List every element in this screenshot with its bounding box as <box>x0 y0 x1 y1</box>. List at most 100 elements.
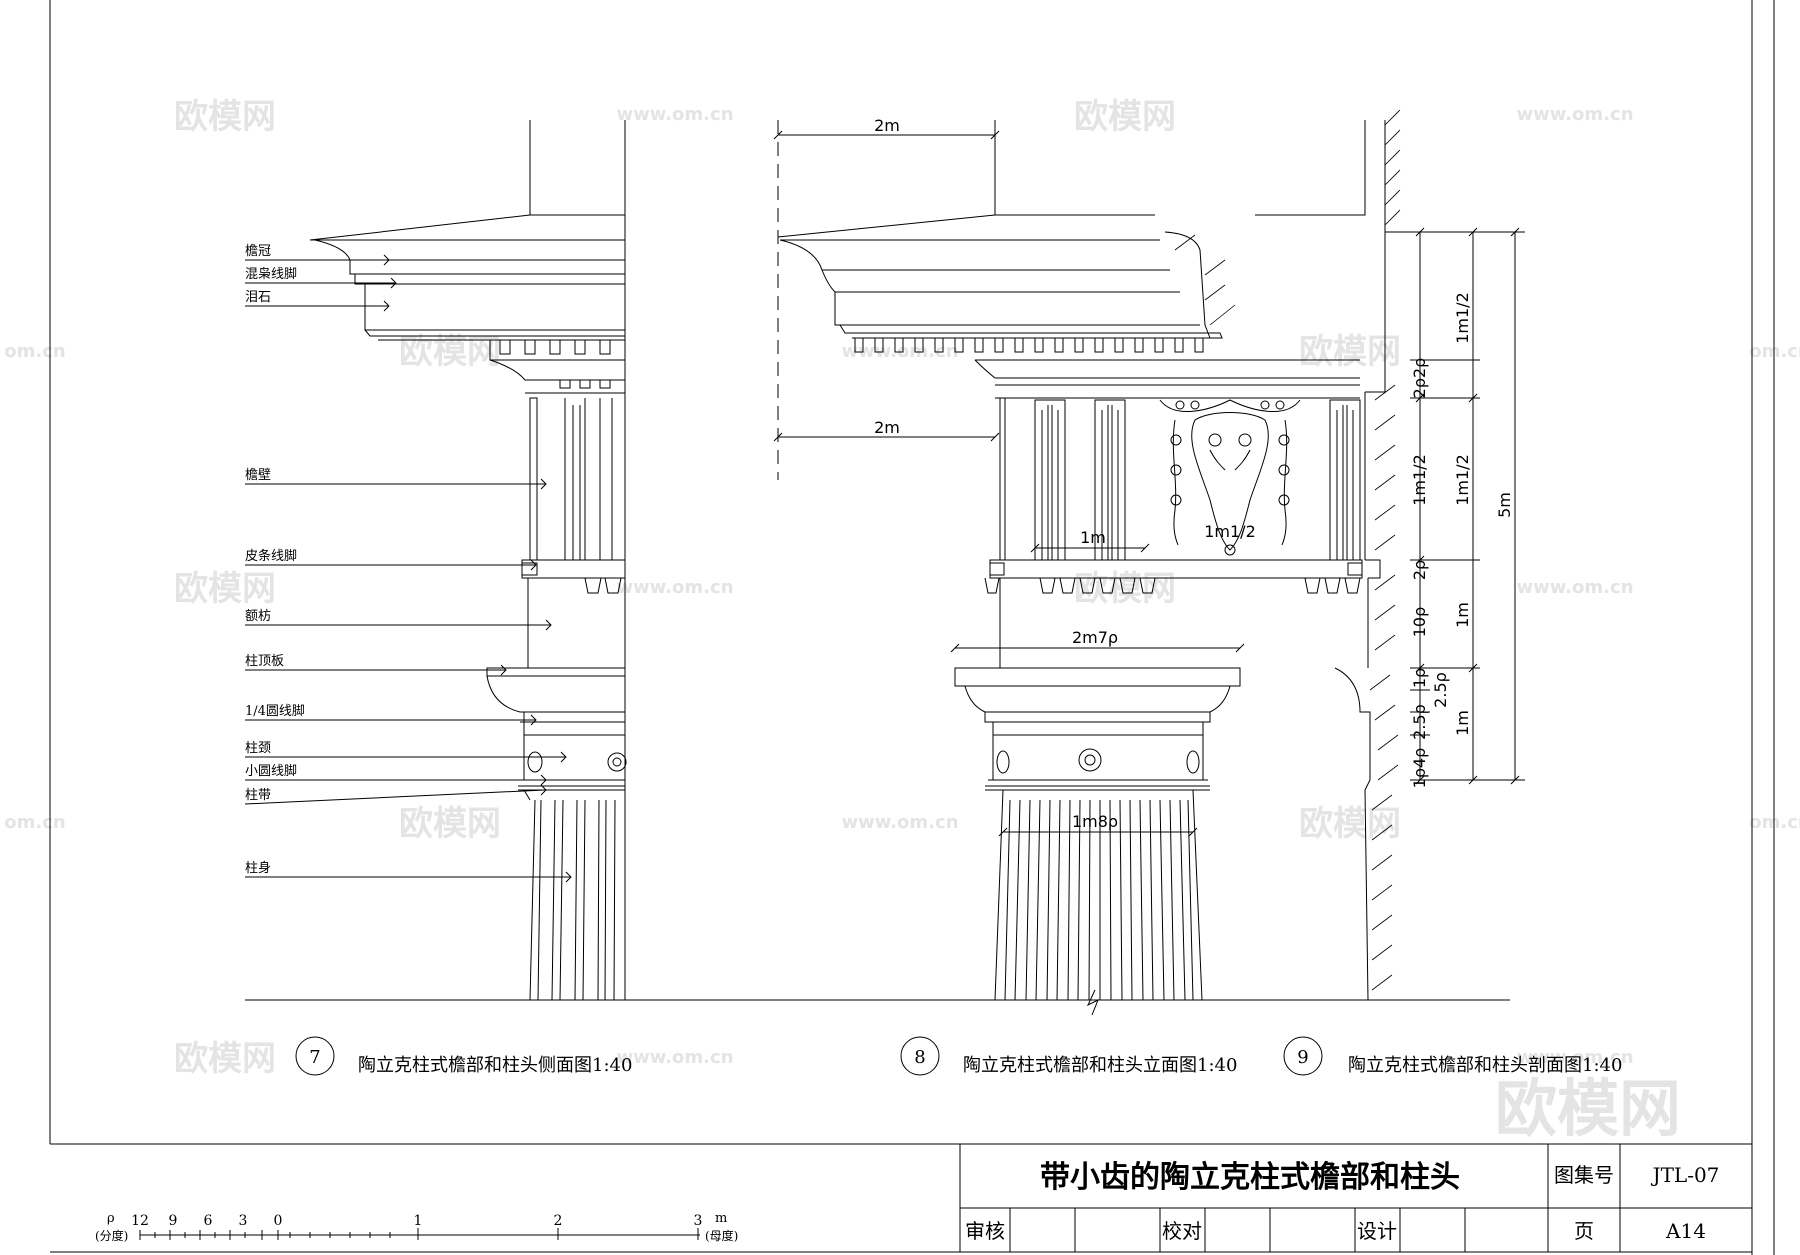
watermark-url-partial: om.cn <box>1749 812 1800 833</box>
caption-circle-9 <box>1283 1036 1323 1076</box>
scale-unit-rho: ρ <box>107 1211 115 1226</box>
page-label: 页 <box>1574 1219 1594 1243</box>
watermark-url: www.om.cn <box>616 577 733 598</box>
dim-abacus: 2m7ρ <box>1072 628 1118 647</box>
watermark-layer: 欧模网 www.om.cn 欧模网 www.om.cn om.cn 欧模网 ww… <box>4 97 1800 1079</box>
label-leaders <box>244 254 572 883</box>
watermark-url: www.om.cn <box>841 812 958 833</box>
scale-tick: 3 <box>694 1213 703 1229</box>
caption-number-9: 9 <box>1297 1047 1308 1068</box>
caption-circle-7 <box>295 1036 335 1076</box>
watermark-large: 欧模网 <box>1495 1072 1681 1145</box>
review-label: 审核 <box>965 1219 1005 1243</box>
watermark-url: www.om.cn <box>1516 104 1633 125</box>
side-view-drawing <box>309 120 627 1001</box>
label-cyma: 混枭线脚 <box>245 266 297 282</box>
label-drip: 泪石 <box>245 290 271 305</box>
dim-v-1p4p: 1ρ4ρ <box>1410 748 1429 789</box>
caption-text-8: 陶立克柱式檐部和柱头立面图1:40 <box>963 1055 1237 1076</box>
scale-tick: 12 <box>131 1213 149 1229</box>
watermark-brand: 欧模网 <box>174 1039 276 1079</box>
scale-bar: ρ (分度) m (母度) 12 9 6 3 0 1 2 3 <box>95 1211 738 1243</box>
design-label: 设计 <box>1357 1219 1397 1243</box>
label-corona: 檐冠 <box>245 244 271 259</box>
scale-tick: 6 <box>204 1213 213 1229</box>
caption-text-9: 陶立克柱式檐部和柱头剖面图1:40 <box>1348 1055 1622 1076</box>
dim-v-cornice: 1m1/2 <box>1453 292 1472 344</box>
watermark-url-partial: om.cn <box>4 341 65 362</box>
watermark-url: www.om.cn <box>1516 577 1633 598</box>
scale-tick: 0 <box>274 1213 283 1229</box>
dim-v-2p: 2ρ <box>1410 560 1429 580</box>
label-shaft: 柱身 <box>245 860 271 876</box>
label-frieze: 檐壁 <box>245 468 271 483</box>
scale-tick: 9 <box>169 1213 178 1229</box>
captions: 7 陶立克柱式檐部和柱头侧面图1:40 8 陶立克柱式檐部和柱头立面图1:40 … <box>295 1036 1622 1076</box>
dim-v-capital: 1m <box>1453 710 1472 736</box>
dentil-row <box>499 339 611 355</box>
dim-v-frieze-a: 1m1/2 <box>1410 454 1429 506</box>
watermark-url: www.om.cn <box>1516 1047 1633 1068</box>
dim-v-architrave: 1m <box>1453 602 1472 628</box>
metope-ornament <box>1159 399 1301 556</box>
label-necking: 柱颈 <box>245 741 271 756</box>
caption-number-7: 7 <box>309 1047 320 1068</box>
dim-metope: 1m1/2 <box>1204 522 1256 541</box>
label-abacus: 柱顶板 <box>245 654 284 669</box>
scale-tick: 1 <box>414 1213 423 1229</box>
watermark-brand: 欧模网 <box>1299 332 1401 372</box>
label-fillet: 柱带 <box>245 788 271 803</box>
front-view-drawing <box>777 120 1363 1001</box>
watermark-url: www.om.cn <box>616 1047 733 1068</box>
dim-top-2m: 2m <box>874 116 900 135</box>
dim-triglyph-1m: 1m <box>1080 528 1106 547</box>
watermark-url: www.om.cn <box>616 104 733 125</box>
atlas-label: 图集号 <box>1554 1163 1614 1187</box>
dim-v-10p: 10ρ <box>1410 607 1429 638</box>
watermark-brand: 欧模网 <box>1074 569 1176 609</box>
label-architrave: 额枋 <box>245 608 271 624</box>
scale-unit-rho-note: (分度) <box>95 1228 128 1243</box>
atlas-number: JTL-07 <box>1651 1163 1720 1187</box>
guttae-row <box>584 577 622 594</box>
guttae-row <box>984 577 1361 594</box>
label-astragal: 小圆线脚 <box>245 763 297 779</box>
dimension-lines <box>773 130 1525 837</box>
label-taenia: 皮条线脚 <box>245 548 297 564</box>
check-label: 校对 <box>1162 1219 1202 1243</box>
scale-tick: 2 <box>554 1213 563 1229</box>
caption-text-7: 陶立克柱式檐部和柱头侧面图1:40 <box>358 1055 632 1076</box>
scale-unit-m: m <box>715 1211 727 1226</box>
watermark-brand: 欧模网 <box>174 569 276 609</box>
caption-circle-8 <box>900 1036 940 1076</box>
caption-number-8: 8 <box>914 1047 925 1068</box>
drawing-title: 带小齿的陶立克柱式檐部和柱头 <box>1040 1160 1460 1195</box>
dim-v-total: 5m <box>1495 492 1514 518</box>
dim-frieze-2m: 2m <box>874 418 900 437</box>
page-number: A14 <box>1665 1219 1706 1243</box>
break-mark <box>1086 989 1099 1016</box>
dim-v-2-5p-a: 2.5ρ <box>1410 704 1429 740</box>
left-labels: 檐冠 混枭线脚 泪石 檐壁 皮条线脚 额枋 柱顶板 1/4圆线脚 柱颈 小圆线脚… <box>245 244 305 876</box>
watermark-url-partial: om.cn <box>4 812 65 833</box>
scale-unit-m-note: (母度) <box>705 1228 738 1243</box>
dimension-labels: 2m 2m 1m 1m1/2 2m7ρ 1m8ρ 1m1/2 1m1/2 1m1… <box>874 116 1514 831</box>
dim-neck: 1m8ρ <box>1072 812 1118 831</box>
watermark-url-partial: om.cn <box>1749 341 1800 362</box>
guttae-row <box>559 379 611 389</box>
title-block: 带小齿的陶立克柱式檐部和柱头 图集号 JTL-07 审核 校对 设计 页 A14 <box>50 1143 1752 1253</box>
dim-v-1p: 1ρ <box>1410 668 1429 688</box>
label-ovolo: 1/4圆线脚 <box>245 703 305 719</box>
watermark-brand: 欧模网 <box>1074 97 1176 137</box>
watermark-brand: 欧模网 <box>174 97 276 137</box>
watermark-brand: 欧模网 <box>399 332 501 372</box>
sheet-frame <box>49 0 1775 1255</box>
watermark-brand: 欧模网 <box>399 804 501 844</box>
dim-v-2-5p-b: 2.5ρ <box>1431 672 1450 708</box>
dentil-row <box>854 337 1204 353</box>
dim-v-frieze-b: 1m1/2 <box>1453 454 1472 506</box>
watermark-brand: 欧模网 <box>1299 804 1401 844</box>
dim-v-2p2p: 2ρ2ρ <box>1410 358 1429 399</box>
scale-tick: 3 <box>239 1213 248 1229</box>
